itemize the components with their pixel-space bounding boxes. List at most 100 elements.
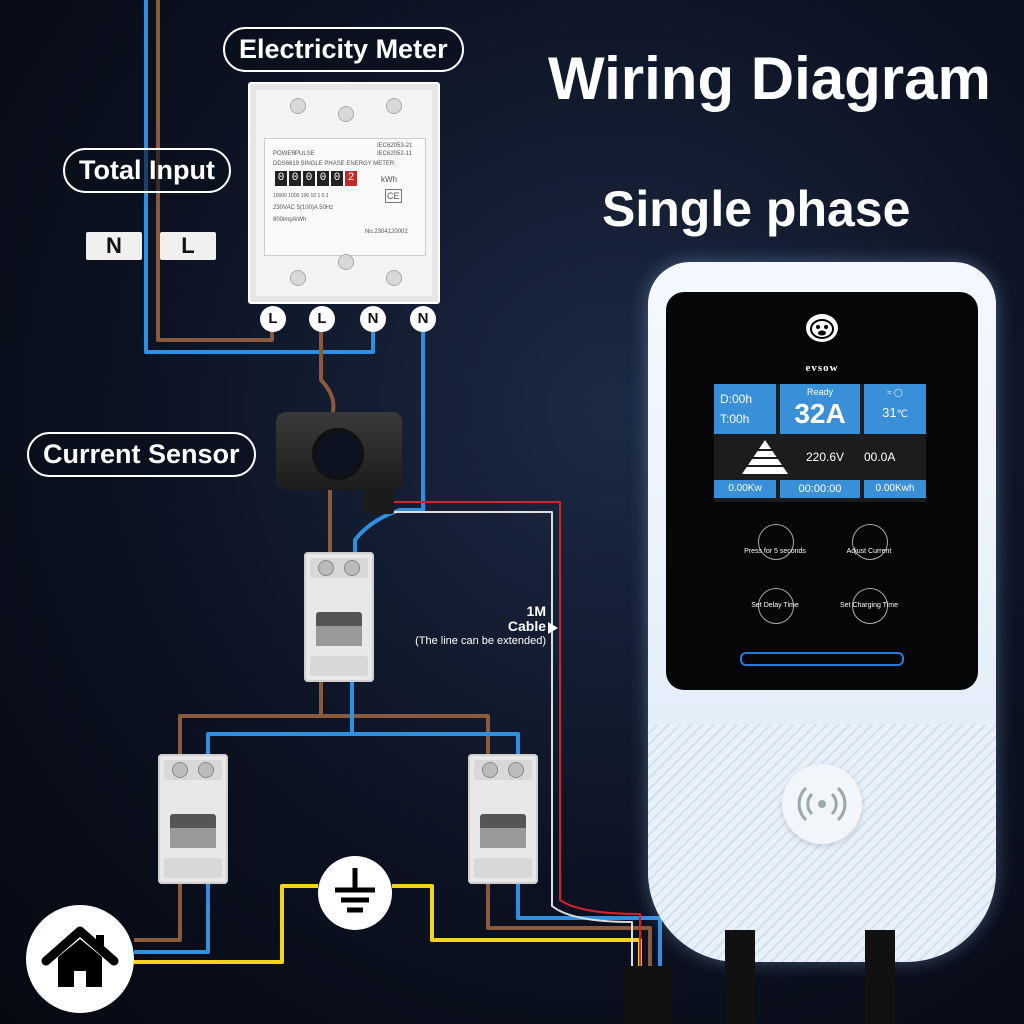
meter-screw bbox=[338, 106, 354, 122]
main-neutral-out bbox=[206, 680, 354, 760]
total-input-label: Total Input bbox=[63, 148, 231, 193]
back-button-label: Press for 5 seconds bbox=[744, 548, 806, 555]
adjust-current-label: Adjust Current bbox=[846, 548, 892, 555]
main-live-out-2 bbox=[321, 714, 490, 760]
ground-icon bbox=[318, 856, 392, 930]
adjust-current-button[interactable] bbox=[852, 524, 888, 560]
meter-multipliers: 10000 1000 100 10 1 0.1 bbox=[273, 193, 329, 199]
electricity-meter-label: Electricity Meter bbox=[223, 27, 464, 72]
meter-digit: 0 bbox=[331, 171, 343, 186]
input-live-tag: L bbox=[160, 232, 216, 260]
electricity-meter: POWER PULSE IEC62053-21 IEC62052-11 DDS6… bbox=[248, 82, 440, 304]
set-delay-button[interactable] bbox=[758, 588, 794, 624]
lcd-voltage: 220.6V bbox=[806, 450, 845, 464]
meter-terminal-n2: N bbox=[410, 306, 436, 332]
lcd-temp-unit: ℃ bbox=[896, 409, 908, 420]
meter-neutral-out-wire bbox=[353, 320, 425, 560]
meter-standard-1: IEC62053-21 bbox=[377, 143, 413, 149]
lcd-delay-timer-cell: D:00h T:00h bbox=[714, 384, 776, 434]
current-sensor-connector bbox=[364, 488, 394, 514]
current-sensor-label: Current Sensor bbox=[27, 432, 256, 477]
page-subtitle: Single phase bbox=[602, 181, 911, 237]
charger-display-panel: evsow D:00h T:00h Ready 32A ≈ ◯ 31℃ 220.… bbox=[666, 292, 978, 690]
main-neutral-out-2 bbox=[352, 732, 520, 760]
meter-impulse: 800imp/kWh bbox=[273, 217, 307, 223]
charger-neutral-wire bbox=[516, 884, 662, 970]
wifi-icon: ≈ ◯ bbox=[887, 388, 903, 397]
charger-live-wire bbox=[486, 884, 652, 970]
lcd-time: 00:00:00 bbox=[780, 480, 860, 498]
meter-terminal-l1: L bbox=[260, 306, 286, 332]
meter-serial: No.2304120002 bbox=[365, 229, 408, 235]
meter-face: POWER PULSE IEC62053-21 IEC62052-11 DDS6… bbox=[264, 138, 426, 256]
cable-extend-note: (The line can be extended) bbox=[415, 635, 546, 647]
status-light-bar bbox=[740, 652, 904, 666]
back-button[interactable] bbox=[758, 524, 794, 560]
lcd-current-cell: Ready 32A bbox=[780, 384, 860, 434]
main-breaker bbox=[304, 552, 374, 682]
set-charging-button[interactable] bbox=[852, 588, 888, 624]
meter-screw bbox=[386, 98, 402, 114]
rfid-icon[interactable] bbox=[782, 764, 862, 844]
ev-charger: evsow D:00h T:00h Ready 32A ≈ ◯ 31℃ 220.… bbox=[648, 262, 996, 962]
meter-terminal-l2: L bbox=[309, 306, 335, 332]
home-icon bbox=[26, 905, 134, 1013]
breaker-top-terminals bbox=[164, 760, 222, 780]
breaker-bottom-terminals bbox=[310, 656, 368, 676]
meter-digit: 0 bbox=[303, 171, 315, 186]
main-live-out bbox=[178, 680, 323, 760]
meter-terminal-n1: N bbox=[360, 306, 386, 332]
meter-led-pulse: PULSE bbox=[295, 151, 315, 157]
lcd-current: 32A bbox=[794, 398, 846, 429]
breaker-handle bbox=[480, 814, 526, 848]
charger-lcd: D:00h T:00h Ready 32A ≈ ◯ 31℃ 220.6V 00.… bbox=[714, 384, 926, 502]
breaker-handle bbox=[170, 814, 216, 848]
charging-level-icon bbox=[740, 440, 790, 474]
meter-screw bbox=[290, 98, 306, 114]
lcd-amps: 00.0A bbox=[864, 450, 896, 464]
meter-digit: 0 bbox=[317, 171, 329, 186]
lcd-status: Ready bbox=[806, 387, 833, 397]
meter-led-power: POWER bbox=[273, 151, 296, 157]
signal-black-wire bbox=[394, 511, 633, 970]
charger-brand: evsow bbox=[805, 362, 839, 374]
breaker-top-terminals bbox=[310, 558, 368, 578]
page-title: Wiring Diagram bbox=[548, 45, 991, 112]
lcd-temperature: 31 bbox=[882, 405, 897, 420]
signal-red-wire bbox=[394, 501, 641, 970]
current-sensor-hole bbox=[312, 428, 364, 480]
cable-length: 1M bbox=[526, 603, 546, 619]
meter-model: DDS6619 SINGLE PHASE ENERGY METER bbox=[273, 161, 395, 167]
charger-cable-gland bbox=[624, 966, 672, 1024]
breaker-bottom-terminals bbox=[474, 858, 532, 878]
home-live-wire bbox=[134, 884, 182, 942]
meter-screw bbox=[338, 254, 354, 270]
lcd-energy: 0.00Kwh bbox=[864, 480, 926, 498]
meter-screw bbox=[290, 270, 306, 286]
set-charging-label: Set Charging Time bbox=[840, 602, 898, 609]
evsow-logo-icon bbox=[806, 314, 838, 342]
lcd-power: 0.00Kw bbox=[714, 480, 776, 498]
breaker-bottom-terminals bbox=[164, 858, 222, 878]
set-delay-label: Set Delay Time bbox=[751, 602, 799, 609]
meter-standard-2: IEC62052-11 bbox=[377, 151, 412, 157]
meter-counter: 0 0 0 0 0 2 bbox=[275, 171, 357, 186]
home-neutral-wire bbox=[134, 884, 210, 954]
current-sensor bbox=[276, 412, 402, 490]
lcd-delay: D:00h bbox=[720, 392, 753, 406]
lcd-timer: T:00h bbox=[720, 412, 750, 426]
meter-unit: kWh bbox=[381, 175, 397, 184]
input-neutral-tag: N bbox=[86, 232, 142, 260]
breaker-top-terminals bbox=[474, 760, 532, 780]
cable-arrow bbox=[548, 622, 558, 634]
meter-rating: 230VAC 5(100)A 50Hz bbox=[273, 205, 334, 211]
meter-digit: 0 bbox=[275, 171, 287, 186]
meter-screw bbox=[386, 270, 402, 286]
home-breaker bbox=[158, 754, 228, 884]
cable-note: 1M Cable (The line can be extended) bbox=[415, 604, 546, 649]
meter-digit: 0 bbox=[289, 171, 301, 186]
meter-ce-mark: CE bbox=[385, 189, 402, 203]
lcd-temp-cell: ≈ ◯ 31℃ bbox=[864, 384, 926, 434]
